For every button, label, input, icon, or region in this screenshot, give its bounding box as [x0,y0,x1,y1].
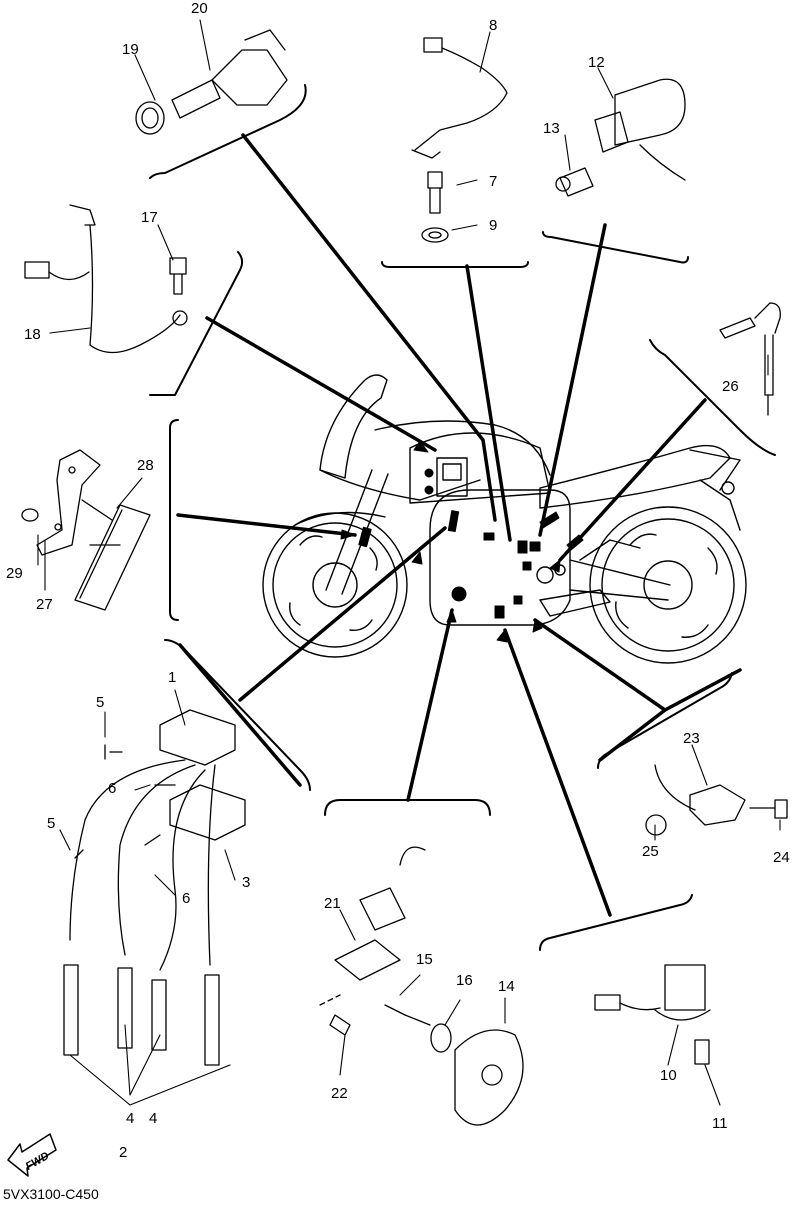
callout-29: 29 [6,565,23,582]
diagram-code: 5VX3100-C450 [3,1186,99,1202]
callout-1: 1 [168,669,176,686]
callout-4a: 4 [126,1110,134,1127]
callout-5a: 5 [96,694,104,711]
callout-26: 26 [722,378,739,395]
cable-18-sketch [24,204,188,354]
ignition-coils-sketch [63,709,246,1066]
callout-22: 22 [331,1085,348,1102]
callout-6b: 6 [182,890,190,907]
callout-25: 25 [642,843,659,860]
callout-16: 16 [456,972,473,989]
callout-8: 8 [489,17,497,34]
sensor-12-sketch [555,78,686,197]
callout-11: 11 [712,1115,728,1132]
leader-arrows [340,440,561,643]
callout-3: 3 [242,874,250,891]
callout-19: 19 [122,41,139,58]
group-brackets [149,84,776,951]
pickup-coil-sketch [319,846,524,1126]
callout-12: 12 [588,54,605,71]
callout-15: 15 [416,951,433,968]
callout-5b: 5 [47,815,55,832]
callout-18: 18 [24,326,41,343]
callout-21: 21 [324,895,341,912]
callout-27: 27 [36,596,53,613]
callout-24: 24 [773,849,790,866]
motorcycle-outline [262,374,747,664]
callout-2: 2 [119,1144,127,1161]
sensor-26-sketch [719,302,781,416]
callout-10: 10 [660,1067,677,1084]
callout-23: 23 [683,730,700,747]
callout-4b: 4 [149,1110,157,1127]
callout-28: 28 [137,457,154,474]
callout-6a: 6 [108,780,116,797]
sensor-20-sketch [135,29,288,135]
callout-14: 14 [498,978,515,995]
callout-ticks [37,19,781,1106]
sensor-10-sketch [594,964,711,1065]
callout-13: 13 [543,120,560,137]
callout-17: 17 [141,209,158,226]
sensor-8-sketch [411,37,508,243]
bracket-27-sketch [21,449,151,611]
callout-7: 7 [489,173,497,190]
callout-labels: 1 2 3 4 4 5 5 6 6 7 8 9 10 11 12 13 14 1… [6,0,790,1161]
leader-lines [176,133,742,917]
fwd-arrow-icon: FWD [7,1133,57,1177]
ecu-box-outline [436,457,468,497]
sensor-23-sketch [645,764,788,836]
callout-20: 20 [191,0,208,17]
callout-9: 9 [489,217,497,234]
